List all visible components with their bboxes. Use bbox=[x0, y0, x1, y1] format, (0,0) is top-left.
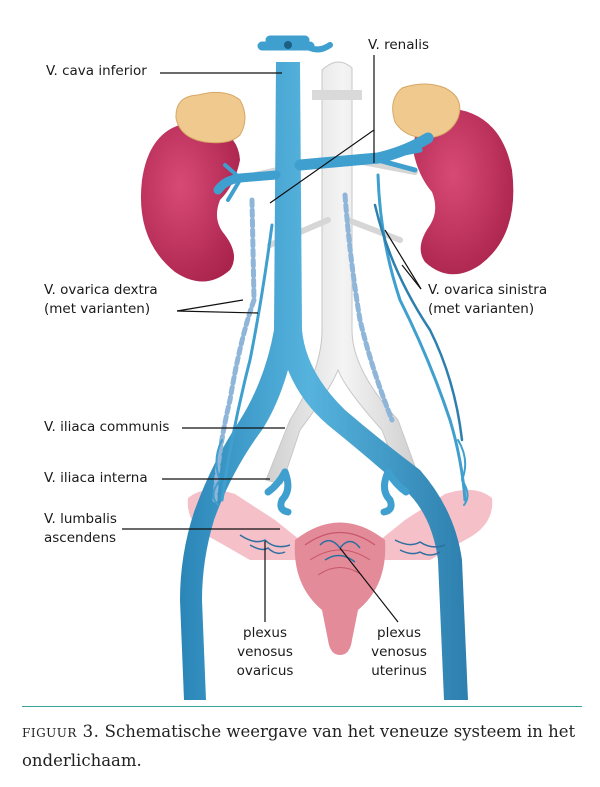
label-vena-ovarica-dextra-line1: V. ovarica dextra bbox=[44, 282, 158, 298]
label-plexus-uterinus-line3: uterinus bbox=[371, 663, 427, 679]
left-kidney bbox=[392, 83, 514, 275]
label-vena-cava-inferior: V. cava inferior bbox=[46, 63, 147, 79]
caption-prefix: figuur 3. bbox=[22, 722, 100, 741]
label-plexus-venosus-ovaricus: plexus venosus ovaricus bbox=[222, 624, 308, 681]
label-vena-ovarica-sinistra-line1: V. ovarica sinistra bbox=[428, 282, 548, 298]
label-plexus-ovaricus-line3: ovaricus bbox=[236, 663, 294, 679]
right-kidney bbox=[140, 91, 246, 282]
label-vena-lumbalis-line2: ascendens bbox=[44, 530, 117, 546]
label-plexus-venosus-uterinus: plexus venosus uterinus bbox=[356, 624, 442, 681]
label-vena-ovarica-dextra-line2: (met varianten) bbox=[44, 301, 151, 317]
internal-iliac-veins bbox=[264, 468, 410, 516]
label-vena-iliaca-interna: V. iliaca interna bbox=[44, 470, 148, 486]
caption-divider bbox=[22, 706, 582, 707]
label-plexus-ovaricus-line2: venosus bbox=[237, 644, 293, 660]
label-vena-renalis: V. renalis bbox=[368, 37, 430, 53]
leader-lines bbox=[122, 55, 422, 623]
renal-veins bbox=[213, 132, 434, 202]
label-vena-lumbalis-ascendens: V. lumbalis ascendens bbox=[44, 510, 117, 548]
label-vena-iliaca-communis: V. iliaca communis bbox=[44, 419, 170, 435]
vena-cava bbox=[180, 35, 468, 700]
label-plexus-uterinus-line2: venosus bbox=[371, 644, 427, 660]
label-vena-ovarica-sinistra: V. ovarica sinistra (met varianten) bbox=[428, 281, 547, 319]
label-vena-ovarica-sinistra-line2: (met varianten) bbox=[428, 301, 535, 317]
ovarian-veins bbox=[212, 173, 469, 506]
label-plexus-uterinus-line1: plexus bbox=[377, 625, 421, 641]
caption-text: Schematische weergave van het veneuze sy… bbox=[22, 722, 576, 770]
label-vena-ovarica-dextra: V. ovarica dextra (met varianten) bbox=[44, 281, 158, 319]
label-plexus-ovaricus-line1: plexus bbox=[243, 625, 287, 641]
venous-system-illustration bbox=[122, 35, 514, 700]
label-vena-lumbalis-line1: V. lumbalis bbox=[44, 511, 117, 527]
figure-caption: figuur 3. Schematische weergave van het … bbox=[22, 717, 582, 775]
